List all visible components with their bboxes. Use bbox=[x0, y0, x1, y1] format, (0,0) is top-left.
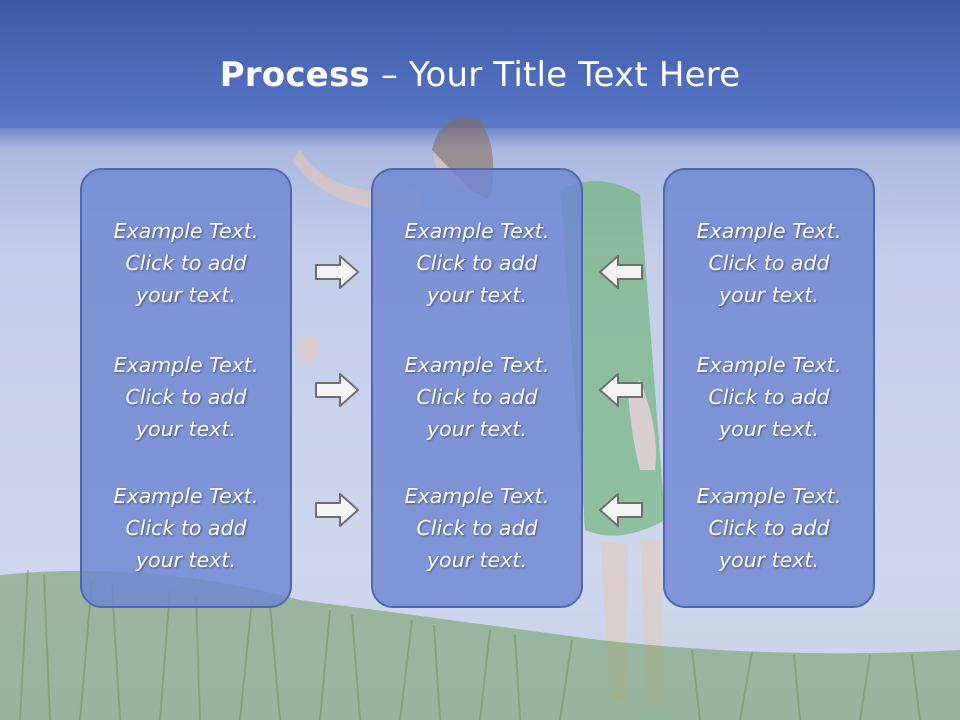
text-item[interactable]: Example Text. Click to add your text. bbox=[82, 480, 290, 576]
process-box-right[interactable]: Example Text. Click to add your text. Ex… bbox=[663, 168, 875, 608]
text-line: Example Text. bbox=[113, 353, 259, 377]
text-line: your text. bbox=[427, 417, 527, 441]
text-line: Click to add bbox=[708, 516, 830, 540]
text-item[interactable]: Example Text. Click to add your text. bbox=[373, 480, 581, 576]
page-title[interactable]: Process – Your Title Text Here bbox=[0, 52, 960, 98]
arrow-left-icon bbox=[599, 373, 643, 407]
process-box-middle[interactable]: Example Text. Click to add your text. Ex… bbox=[371, 168, 583, 608]
text-line: Example Text. bbox=[113, 484, 259, 508]
text-item[interactable]: Example Text. Click to add your text. bbox=[373, 349, 581, 445]
title-band bbox=[0, 0, 960, 128]
text-line: your text. bbox=[427, 283, 527, 307]
text-line: your text. bbox=[719, 283, 819, 307]
text-line: your text. bbox=[719, 548, 819, 572]
text-item[interactable]: Example Text. Click to add your text. bbox=[665, 480, 873, 576]
text-line: Example Text. bbox=[696, 353, 842, 377]
arrow-left-icon bbox=[599, 493, 643, 527]
text-line: Example Text. bbox=[404, 353, 550, 377]
arrow-right-icon bbox=[315, 493, 359, 527]
text-line: Example Text. bbox=[404, 219, 550, 243]
process-box-left[interactable]: Example Text. Click to add your text. Ex… bbox=[80, 168, 292, 608]
text-line: your text. bbox=[427, 548, 527, 572]
text-line: Example Text. bbox=[696, 219, 842, 243]
arrow-right-icon bbox=[315, 255, 359, 289]
text-line: Click to add bbox=[125, 516, 247, 540]
text-item[interactable]: Example Text. Click to add your text. bbox=[373, 215, 581, 311]
title-rest: – Your Title Text Here bbox=[369, 55, 741, 95]
arrow-right-icon bbox=[315, 373, 359, 407]
text-item[interactable]: Example Text. Click to add your text. bbox=[82, 215, 290, 311]
text-line: Click to add bbox=[125, 385, 247, 409]
text-line: Click to add bbox=[125, 251, 247, 275]
arrow-left-icon bbox=[599, 255, 643, 289]
text-line: Example Text. bbox=[404, 484, 550, 508]
text-line: your text. bbox=[136, 548, 236, 572]
text-line: your text. bbox=[136, 283, 236, 307]
title-bold: Process bbox=[219, 55, 370, 95]
text-item[interactable]: Example Text. Click to add your text. bbox=[665, 215, 873, 311]
text-line: Example Text. bbox=[113, 219, 259, 243]
text-line: Example Text. bbox=[696, 484, 842, 508]
text-item[interactable]: Example Text. Click to add your text. bbox=[665, 349, 873, 445]
text-line: your text. bbox=[719, 417, 819, 441]
text-item[interactable]: Example Text. Click to add your text. bbox=[82, 349, 290, 445]
text-line: Click to add bbox=[708, 385, 830, 409]
text-line: Click to add bbox=[416, 516, 538, 540]
text-line: Click to add bbox=[708, 251, 830, 275]
text-line: Click to add bbox=[416, 251, 538, 275]
text-line: your text. bbox=[136, 417, 236, 441]
text-line: Click to add bbox=[416, 385, 538, 409]
